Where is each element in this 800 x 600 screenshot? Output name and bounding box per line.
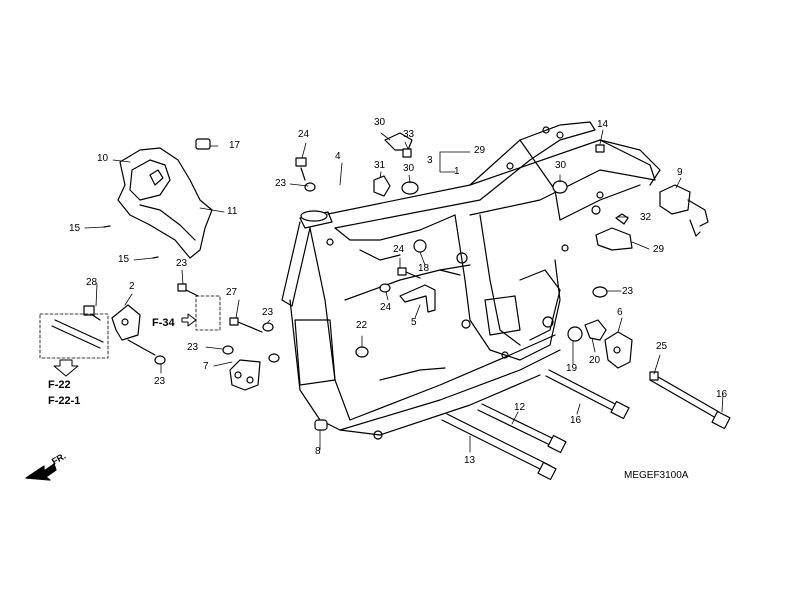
part-label-17b: 19 <box>566 363 578 374</box>
diagram-code: MEGEF3100A <box>624 470 689 481</box>
part-label-5: 5 <box>411 317 417 328</box>
bracket-5 <box>399 284 436 313</box>
part-label-11: 11 <box>227 206 238 217</box>
part-label-8: 8 <box>315 446 321 457</box>
part-label-22: 23 <box>176 258 188 269</box>
part-label-6: 6 <box>617 307 623 318</box>
part-label-32: 32 <box>640 212 652 223</box>
leader-lines <box>84 129 724 453</box>
part-label-24a: 24 <box>298 129 310 140</box>
part-label-23c: 23 <box>262 307 274 318</box>
upper-brackets <box>373 132 568 197</box>
bracket-28 <box>595 213 633 251</box>
rubber-block <box>195 138 211 150</box>
part-label-15a: 15 <box>69 223 81 234</box>
ref-f34: F-34 <box>152 317 175 329</box>
part-label-15b: 15 <box>118 254 130 265</box>
part-label-25: 27 <box>226 287 238 298</box>
part-label-10: 10 <box>97 153 109 164</box>
part-label-24c: 25 <box>656 341 668 352</box>
part-label-3: 3 <box>427 155 433 166</box>
lock-9 <box>659 184 709 237</box>
part-label-13: 13 <box>464 455 476 466</box>
ref-f22-1: F-22-1 <box>48 395 81 407</box>
side-cover <box>117 147 213 259</box>
part-label-21: 23 <box>622 286 634 297</box>
part-label-7: 7 <box>203 361 209 372</box>
part-label-16b: 16 <box>716 389 728 400</box>
part-label-26: 28 <box>86 277 98 288</box>
part-label-31: 31 <box>374 160 386 171</box>
bracket-2 <box>111 304 156 356</box>
part-label-17a: 18 <box>418 263 430 274</box>
front-arrow-icon <box>25 463 57 481</box>
part-label-27: 29 <box>474 145 486 156</box>
part-label-30b: 30 <box>555 160 567 171</box>
part-label-33: 33 <box>403 129 415 140</box>
part-label-16a: 16 <box>570 415 582 426</box>
part-label-23a: 23 <box>154 376 166 387</box>
part-label-23d: 23 <box>275 178 287 189</box>
part-label-19: 20 <box>589 355 601 366</box>
part-label-20: 22 <box>356 320 368 331</box>
part-label-29: 30 <box>374 117 386 128</box>
part-label-1: 1 <box>454 166 460 177</box>
part-label-28: 29 <box>653 244 665 255</box>
part-label-14: 14 <box>597 119 609 130</box>
part-label-24b: 24 <box>393 244 405 255</box>
reference-boxes <box>39 295 221 359</box>
part-label-18: 17 <box>229 140 241 151</box>
part-label-9: 9 <box>677 167 683 178</box>
reference-arrows <box>53 313 197 377</box>
part-label-4: 4 <box>335 151 341 162</box>
main-frame <box>281 121 661 440</box>
bracket-7 <box>229 359 261 391</box>
part-label-2: 2 <box>129 281 135 292</box>
part-label-23b: 23 <box>187 342 199 353</box>
long-bolts <box>51 144 731 481</box>
ref-f22: F-22 <box>48 379 71 391</box>
part-label-12: 12 <box>514 402 526 413</box>
part-label-30a: 30 <box>403 163 415 174</box>
part-label-23e: 24 <box>380 302 392 313</box>
